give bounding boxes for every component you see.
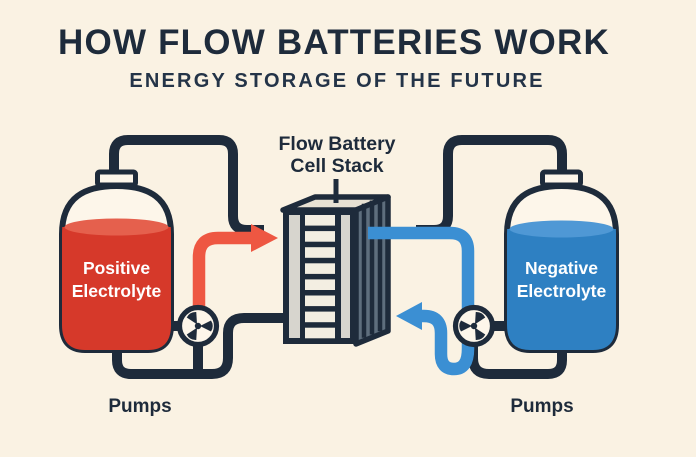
pump-left-label: Pumps	[108, 396, 171, 417]
positive-tank-label-line1: Positive	[83, 258, 150, 278]
stack-cell-layers	[305, 215, 335, 339]
negative-tank-label-line2: Electrolyte	[517, 281, 607, 301]
positive-tank-liquid	[62, 227, 171, 350]
stack-label-line1: Flow Battery	[278, 133, 395, 155]
stack-label-line2: Cell Stack	[290, 155, 383, 177]
pump-right-icon	[452, 304, 496, 348]
pump-right-impeller	[459, 311, 486, 341]
pump-right-label: Pumps	[510, 396, 573, 417]
stack-front-right-panel	[341, 215, 350, 338]
negative-tank-collar	[540, 169, 583, 188]
positive-tank-liquid-surface	[64, 218, 169, 236]
pipe-negative-bottom	[468, 336, 567, 379]
negative-flow-arrow-icon	[368, 226, 475, 376]
positive-tank: Positive Electrolyte	[59, 169, 174, 353]
pump-left-impeller	[186, 311, 213, 341]
positive-tank-collar	[95, 169, 138, 188]
positive-tank-label-line2: Electrolyte	[72, 281, 162, 301]
negative-tank-liquid	[507, 229, 616, 350]
pipe-positive-bottom	[112, 313, 293, 379]
page-title: HOW FLOW BATTERIES WORK	[58, 23, 610, 62]
stack-front-left-panel	[289, 215, 300, 338]
cell-stack	[280, 179, 391, 347]
positive-flow-arrow-icon	[192, 224, 278, 310]
pipe-positive-top	[109, 135, 264, 235]
negative-tank-label-line1: Negative	[525, 258, 598, 278]
pump-left-icon	[176, 304, 220, 348]
negative-tank: Negative Electrolyte	[504, 169, 619, 353]
negative-tank-liquid-surface	[509, 220, 614, 238]
page-subtitle: ENERGY STORAGE OF THE FUTURE	[129, 70, 544, 92]
